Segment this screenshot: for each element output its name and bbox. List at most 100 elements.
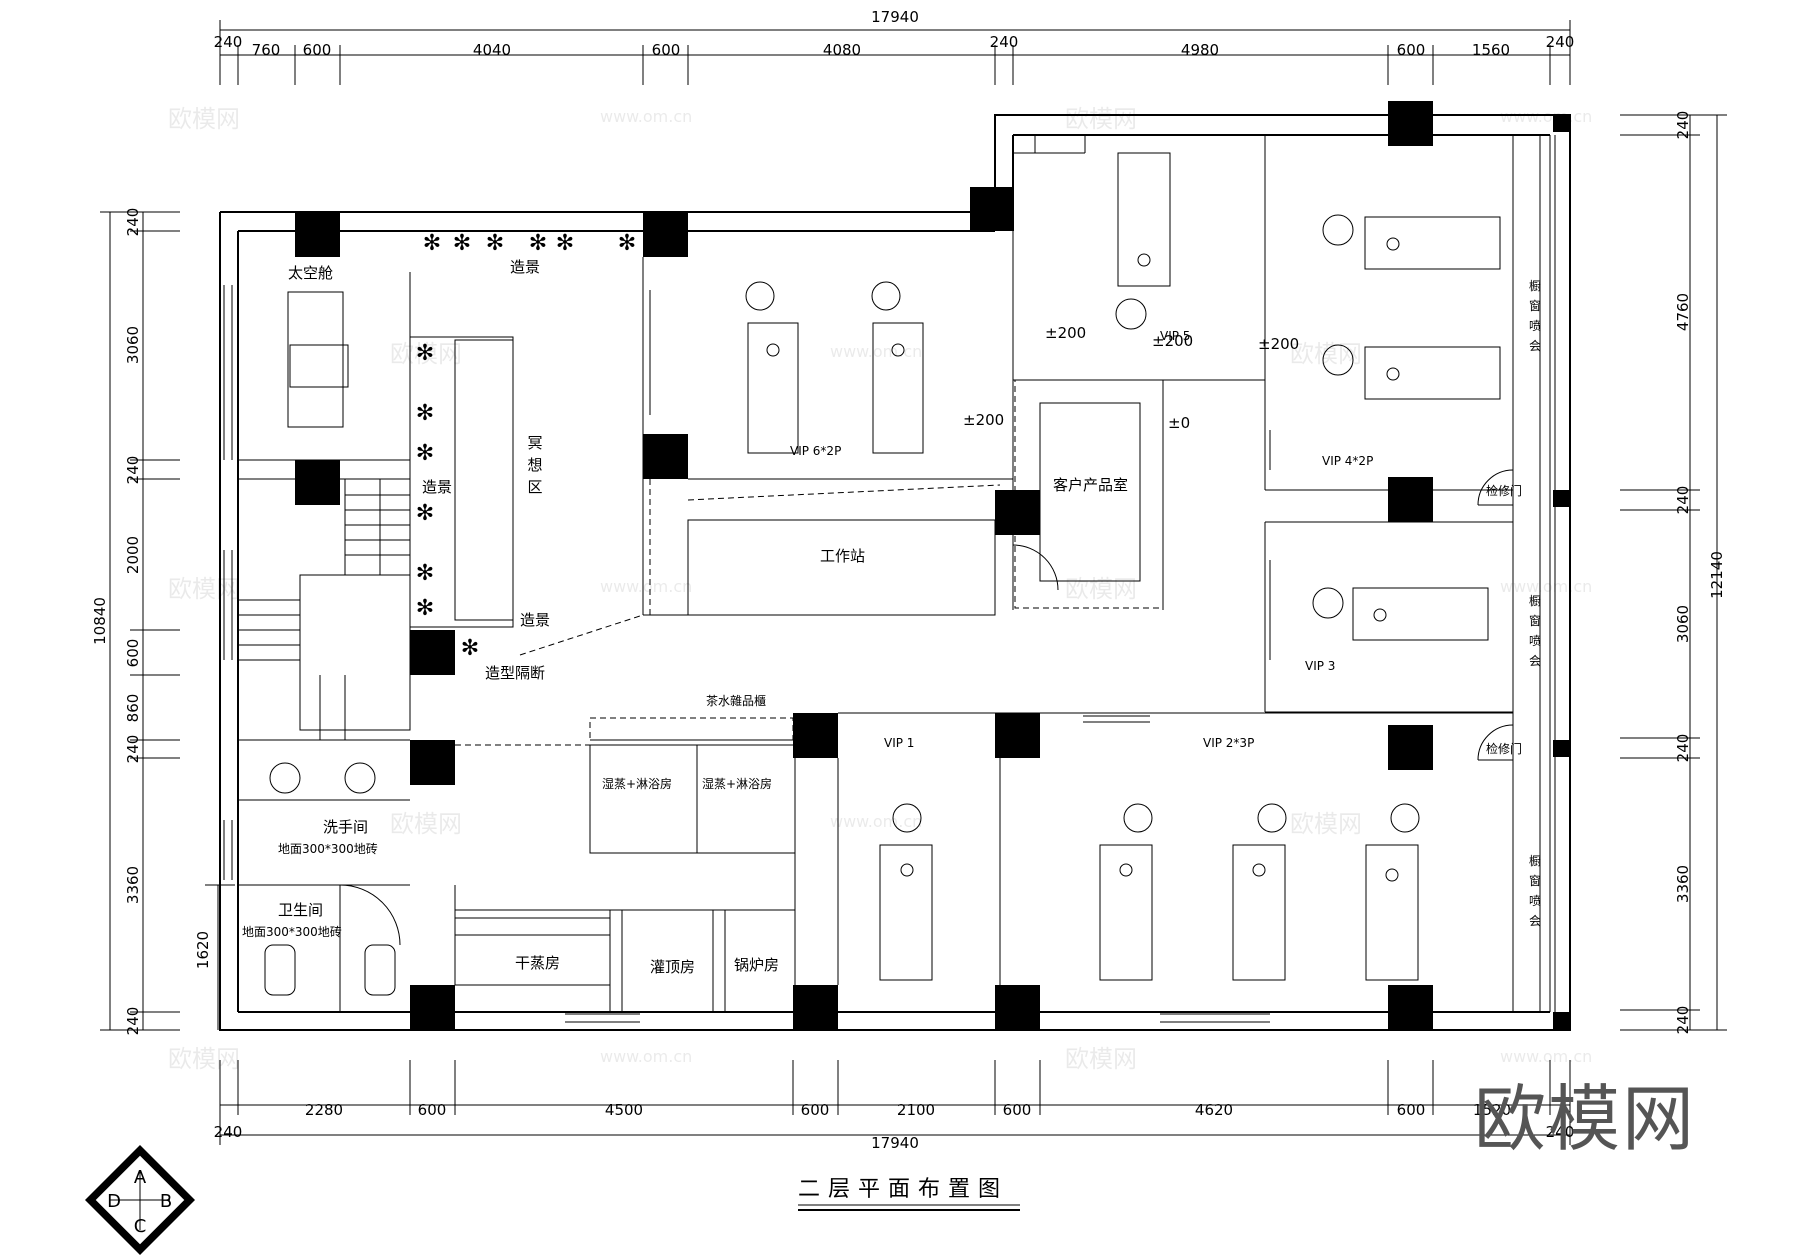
label-vip5: VIP 5 — [1160, 329, 1190, 343]
brand-logo: 欧模网 — [1474, 1077, 1697, 1161]
left-dim-9: 240 — [124, 1007, 142, 1036]
top-dim-2: 760 — [252, 41, 281, 59]
watermark-url: www.om.cn — [1500, 1047, 1592, 1066]
plan-title: 二层平面布置图 — [798, 1177, 1008, 1202]
top-dim-11: 240 — [1546, 33, 1575, 51]
label-landscape-top: 造景 — [510, 258, 540, 276]
top-total-dim: 17940 — [871, 8, 919, 26]
left-dim-7: 240 — [124, 735, 142, 764]
watermark-url: www.om.cn — [600, 1047, 692, 1066]
label-service-door-1: 检修门 — [1486, 483, 1522, 498]
compass-b: B — [160, 1191, 172, 1212]
window-labels: 橱窗喷会 橱窗喷会 橱窗喷会 — [1529, 279, 1541, 928]
plant-icon: ✻ — [416, 596, 434, 621]
plant-icon: ✻ — [416, 441, 434, 466]
bottom-dim-8: 4620 — [1195, 1101, 1233, 1119]
watermark-url: www.om.cn — [600, 107, 692, 126]
label-steam-shower-2: 湿蒸+淋浴房 — [702, 776, 772, 791]
watermark-logo: 欧模网 — [168, 105, 240, 133]
bottom-dim-4: 4500 — [605, 1101, 643, 1119]
level-vip4: ±200 — [1258, 335, 1299, 353]
plant-icon: ✻ — [453, 231, 471, 256]
right-dim-7: 240 — [1674, 1006, 1692, 1035]
label-space-capsule: 太空舱 — [288, 264, 333, 282]
label-vip1: VIP 1 — [884, 736, 914, 750]
label-window-3: 橱窗喷会 — [1529, 854, 1541, 928]
plant-icon: ✻ — [416, 501, 434, 526]
plant-icon: ✻ — [416, 401, 434, 426]
drawing-title: 二层平面布置图 — [798, 1177, 1020, 1211]
bottom-dimensions: 240 2280 600 4500 600 2100 600 4620 600 … — [214, 1060, 1575, 1152]
label-washroom-floor: 地面300*300地砖 — [278, 841, 378, 856]
right-dim-1: 240 — [1674, 111, 1692, 140]
columns — [295, 101, 1570, 1030]
left-dim-1: 240 — [124, 208, 142, 237]
label-steam-shower-1: 湿蒸+淋浴房 — [602, 776, 672, 791]
label-washroom: 洗手间 — [323, 818, 368, 836]
right-dim-3: 240 — [1674, 486, 1692, 515]
left-total-dim: 10840 — [91, 597, 109, 645]
right-dim-5: 240 — [1674, 734, 1692, 763]
watermark-logo: 欧模网 — [1290, 340, 1362, 368]
left-dim-3: 240 — [124, 456, 142, 485]
right-dim-4: 3060 — [1674, 605, 1692, 643]
plant-icon: ✻ — [486, 231, 504, 256]
left-inner-dim: 1620 — [194, 931, 212, 969]
furniture — [264, 152, 1501, 996]
label-vip2: VIP 2*3P — [1203, 736, 1254, 750]
plant-icon: ✻ — [618, 231, 636, 256]
bottom-total-dim: 17940 — [871, 1134, 919, 1152]
level-vip5-b: ±200 — [1152, 332, 1193, 350]
label-dry-sauna: 干蒸房 — [515, 954, 560, 972]
bottom-dim-2: 2280 — [305, 1101, 343, 1119]
watermark-logo: 欧模网 — [1065, 105, 1137, 133]
label-meditation: 冥想区 — [527, 434, 542, 496]
plant-decorations: ✻ ✻ ✻ ✻ ✻ ✻ ✻ ✻ ✻ ✻ ✻ ✻ ✻ — [416, 231, 636, 661]
label-boiler: 锅炉房 — [734, 956, 779, 974]
right-total-dim: 12140 — [1708, 551, 1726, 599]
label-service-door-2: 检修门 — [1486, 741, 1522, 756]
top-dim-3: 600 — [303, 41, 332, 59]
compass-marker: A B C D — [85, 1145, 195, 1255]
label-toilet-floor: 地面300*300地砖 — [242, 924, 342, 939]
left-dim-8: 3360 — [124, 866, 142, 904]
room-labels: 太空舱 造景 造景 冥想区 造景 造型隔断 VIP 6*2P VIP 5 VIP… — [242, 258, 1522, 976]
level-zero: ±0 — [1168, 414, 1190, 432]
top-dim-4: 4040 — [473, 41, 511, 59]
right-dim-6: 3360 — [1674, 865, 1692, 903]
label-tea-cabinet: 茶水雜品櫃 — [706, 693, 766, 708]
watermark-url: www.om.cn — [1500, 107, 1592, 126]
bottom-dim-7: 600 — [1003, 1101, 1032, 1119]
plant-icon: ✻ — [529, 231, 547, 256]
bottom-dim-1: 240 — [214, 1123, 243, 1141]
bottom-dim-11: 240 — [1546, 1123, 1575, 1141]
bottom-dim-3: 600 — [418, 1101, 447, 1119]
left-dim-5: 600 — [124, 639, 142, 668]
watermark-url: www.om.cn — [600, 577, 692, 596]
watermark-logo: 欧模网 — [1290, 810, 1362, 838]
label-landscape-left: 造景 — [422, 478, 452, 496]
bottom-dim-10: 1520 — [1473, 1101, 1511, 1119]
bottom-dim-5: 600 — [801, 1101, 830, 1119]
top-dimensions: 17940 240 760 600 4040 600 4080 240 4980… — [214, 8, 1575, 85]
top-dim-10: 1560 — [1472, 41, 1510, 59]
label-window-2: 橱窗喷会 — [1529, 594, 1541, 668]
plant-icon: ✻ — [461, 636, 479, 661]
label-landscape-bottom: 造景 — [520, 611, 550, 629]
label-vip3: VIP 3 — [1305, 659, 1335, 673]
watermark-logo: 欧模网 — [168, 575, 240, 603]
watermark-url: www.om.cn — [830, 812, 922, 831]
watermarks: 欧模网 www.om.cn 欧模网 www.om.cn 欧模网 www.om.c… — [168, 105, 1592, 1073]
top-dim-8: 4980 — [1181, 41, 1219, 59]
right-dim-2: 4760 — [1674, 293, 1692, 331]
label-toilet: 卫生间 — [278, 901, 323, 919]
label-workstation: 工作站 — [820, 547, 865, 565]
watermark-logo: 欧模网 — [390, 810, 462, 838]
plant-icon: ✻ — [416, 561, 434, 586]
plant-icon: ✻ — [423, 231, 441, 256]
top-dim-1: 240 — [214, 33, 243, 51]
plant-icon: ✻ — [416, 341, 434, 366]
level-vip5-a: ±200 — [1045, 324, 1086, 342]
watermark-logo: 欧模网 — [168, 1045, 240, 1073]
label-window-1: 橱窗喷会 — [1529, 279, 1541, 353]
